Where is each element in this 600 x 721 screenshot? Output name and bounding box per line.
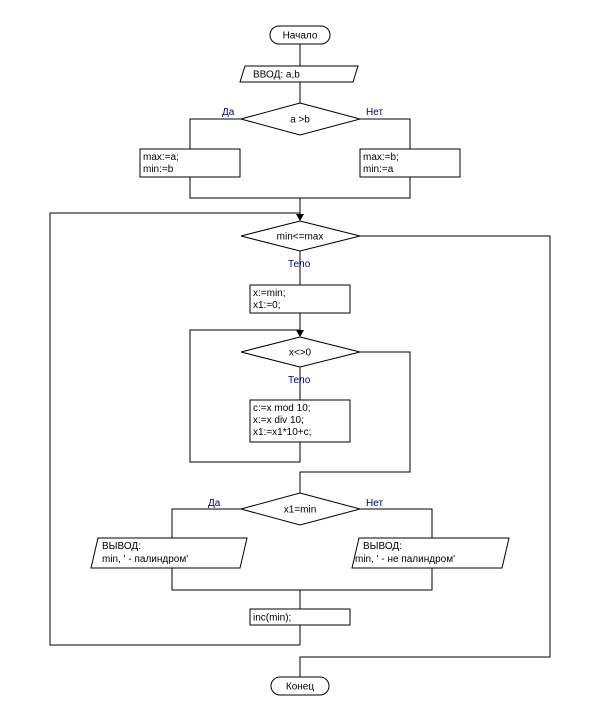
- output-yes-line-2: min, ' - палиндром': [102, 554, 188, 565]
- decision-x1-eq-min-label: x1=min: [284, 505, 317, 516]
- decision-a-gt-b: a >b Да Нет: [222, 102, 383, 136]
- init-line-1: x:=min;: [253, 288, 286, 299]
- digit-body-line-2: x:=x div 10;: [253, 415, 304, 426]
- output-yes-line-1: ВЫВОД:: [102, 541, 141, 552]
- connectors: [49, 44, 551, 677]
- assign-no-block: max:=b; min:=a: [359, 148, 461, 178]
- assign-yes-block: max:=a; min:=b: [139, 148, 241, 178]
- assign-yes-line-1: max:=a;: [143, 152, 179, 163]
- digit-body-block: c:=x mod 10; x:=x div 10; x1:=x1*10+c;: [249, 399, 351, 443]
- init-line-2: x1:=0;: [253, 300, 281, 311]
- start-terminator: Начало: [269, 25, 331, 45]
- output-no-line-1: ВЫВОД:: [363, 541, 402, 552]
- input-block: ВВОД: a,b: [239, 65, 359, 83]
- init-block: x:=min; x1:=0;: [249, 284, 351, 314]
- output-yes-block: ВЫВОД: min, ' - палиндром': [90, 537, 248, 569]
- assign-yes-line-2: min:=b: [143, 164, 174, 175]
- digit-body-line-3: x1:=x1*10+c;: [253, 427, 311, 438]
- output-no-line-2: min, ' - не палиндром': [355, 554, 455, 565]
- digit-body-line-1: c:=x mod 10;: [253, 403, 311, 414]
- decision-a-gt-b-yes-label: Да: [222, 107, 235, 118]
- output-no-block: ВЫВОД: min, ' - не палиндром': [351, 537, 510, 569]
- decision-a-gt-b-no-label: Нет: [366, 107, 383, 118]
- loop-min-le-max-body-label: Тело: [288, 259, 311, 270]
- loop-min-le-max-label: min<=max: [277, 232, 324, 243]
- end-terminator: Конец: [270, 676, 330, 696]
- start-label: Начало: [283, 31, 318, 42]
- loop-x-ne-0-body-label: Тело: [288, 375, 311, 386]
- assign-no-line-1: max:=b;: [363, 152, 399, 163]
- decision-x1-eq-min-no-label: Нет: [366, 498, 383, 509]
- end-label: Конец: [286, 682, 314, 693]
- loop-x-ne-0-label: x<>0: [289, 348, 312, 359]
- decision-x1-eq-min: x1=min Да Нет: [208, 492, 383, 526]
- decision-a-gt-b-label: a >b: [290, 115, 310, 126]
- loop-x-ne-0: x<>0 Тело: [240, 336, 361, 386]
- inc-block: inc(min);: [249, 608, 351, 626]
- assign-no-line-2: min:=a: [363, 164, 394, 175]
- inc-label: inc(min);: [253, 613, 291, 624]
- loop-min-le-max: min<=max Тело: [240, 220, 361, 270]
- input-label: ВВОД: a,b: [253, 70, 300, 81]
- decision-x1-eq-min-yes-label: Да: [208, 498, 221, 509]
